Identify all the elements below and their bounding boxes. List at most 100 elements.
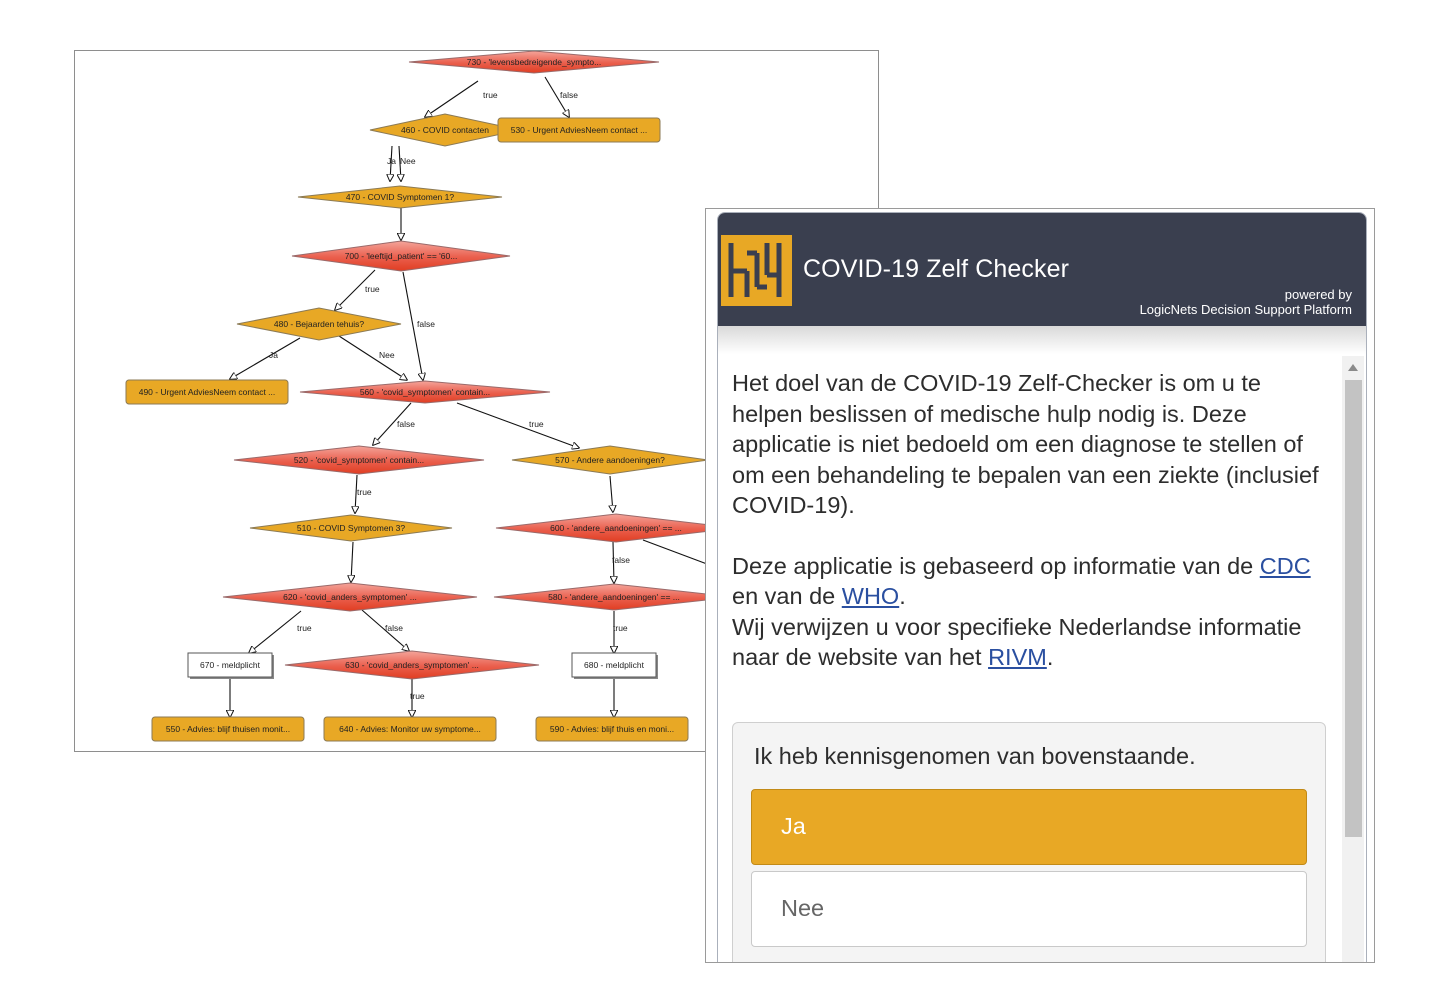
diagram-node-590[interactable]: 590 - Advies: blijf thuis en moni... <box>535 716 689 742</box>
edge-label: true <box>365 284 380 294</box>
logicnets-logo <box>721 235 792 306</box>
node-label: 640 - Advies: Monitor uw symptome... <box>339 724 481 734</box>
diagram-node-620[interactable]: 620 - 'covid_anders_symptomen' ... <box>222 582 478 612</box>
node-label: 600 - 'andere_aandoeningen' == ... <box>550 523 682 533</box>
zelf-checker-window: COVID-19 Zelf Checker powered by LogicNe… <box>705 208 1375 963</box>
edge-label: true <box>529 419 544 429</box>
refer-text: Wij verwijzen u voor specifieke Nederlan… <box>732 613 1302 671</box>
edge-label: true <box>410 691 425 701</box>
diagram-node-640[interactable]: 640 - Advies: Monitor uw symptome... <box>323 716 497 742</box>
diagram-edge <box>456 402 579 448</box>
node-label: 730 - 'levensbedreigende_sympto... <box>467 57 601 67</box>
node-label: 580 - 'andere_aandoeningen' == ... <box>548 592 680 602</box>
node-label: 560 - 'covid_symptomen' contain... <box>360 387 490 397</box>
diagram-node-680[interactable]: 680 - meldplicht <box>571 652 658 679</box>
node-label: 530 - Urgent AdviesNeem contact ... <box>511 125 648 135</box>
diagram-edge <box>338 335 407 380</box>
diamond-shape <box>408 51 660 74</box>
node-label: 570 - Andere aandoeningen? <box>555 455 665 465</box>
edge-label: true <box>297 623 312 633</box>
diagram-edge <box>544 76 569 117</box>
checker-header: COVID-19 Zelf Checker powered by LogicNe… <box>718 213 1366 326</box>
diagram-edge <box>230 337 301 379</box>
edge-label: true <box>357 487 372 497</box>
scroll-up-arrow-icon[interactable] <box>1348 364 1358 371</box>
diagram-node-560[interactable]: 560 - 'covid_symptomen' contain... <box>299 380 551 404</box>
rect-shape <box>571 652 657 678</box>
scrollbar-thumb[interactable] <box>1345 380 1362 837</box>
who-link[interactable]: WHO <box>841 583 900 609</box>
diagram-node-700[interactable]: 700 - 'leeftijd_patient' == '60... <box>291 240 511 272</box>
diagram-edge <box>610 475 613 512</box>
rect-shape <box>323 716 497 742</box>
diamond-shape <box>236 307 402 341</box>
node-label: 480 - Bejaarden tehuis? <box>274 319 365 329</box>
diagram-node-600[interactable]: 600 - 'andere_aandoeningen' == ... <box>495 513 737 543</box>
answer-no-button[interactable]: Nee <box>751 871 1307 947</box>
cdc-link[interactable]: CDC <box>1259 552 1311 579</box>
node-label: 670 - meldplicht <box>200 660 261 670</box>
diamond-shape <box>222 582 478 612</box>
intro-content: Het doel van de COVID-19 Zelf-Checker is… <box>732 368 1322 703</box>
edge-label: Ja <box>387 156 396 166</box>
question-text: Ik heb kennisgenomen van bovenstaande. <box>754 743 1196 769</box>
info-paragraph: Deze applicatie is gebaseerd op informat… <box>732 551 1322 673</box>
diagram-node-470[interactable]: 470 - COVID Symptomen 1? <box>297 185 503 209</box>
powered-by-line: powered by <box>1284 287 1352 302</box>
edge-label: Nee <box>379 350 395 360</box>
diagram-edge <box>351 541 353 582</box>
edge-label: false <box>560 90 578 100</box>
node-label: 520 - 'covid_symptomen' contain... <box>294 455 424 465</box>
diagram-node-580[interactable]: 580 - 'andere_aandoeningen' == ... <box>493 583 735 611</box>
answer-yes-button[interactable]: Ja <box>751 789 1307 865</box>
diagram-node-530[interactable]: 530 - Urgent AdviesNeem contact ... <box>497 117 661 143</box>
edge-label: false <box>612 555 630 565</box>
node-label: 490 - Urgent AdviesNeem contact ... <box>139 387 276 397</box>
diagram-node-480[interactable]: 480 - Bejaarden tehuis? <box>236 307 402 341</box>
node-label: 680 - meldplicht <box>584 660 645 670</box>
scrollbar[interactable] <box>1342 356 1364 962</box>
diagram-node-490[interactable]: 490 - Urgent AdviesNeem contact ... <box>125 379 289 405</box>
diagram-edge <box>355 474 357 513</box>
node-label: 590 - Advies: blijf thuis en moni... <box>550 724 674 734</box>
diagram-edge <box>642 539 716 568</box>
edge-label: Ja <box>269 350 278 360</box>
diamond-shape <box>297 185 503 209</box>
diagram-node-520[interactable]: 520 - 'covid_symptomen' contain... <box>233 445 485 475</box>
edge-label: true <box>483 90 498 100</box>
diagram-edge <box>335 269 376 310</box>
diagram-edge <box>613 541 614 583</box>
diagram-node-730[interactable]: 730 - 'levensbedreigende_sympto... <box>408 51 660 74</box>
edge-label: false <box>385 623 403 633</box>
node-label: 550 - Advies: blijf thuisen monit... <box>166 724 290 734</box>
diagram-node-670[interactable]: 670 - meldplicht <box>187 652 274 679</box>
powered-by: powered by LogicNets Decision Support Pl… <box>1140 287 1352 317</box>
diamond-shape <box>249 514 453 542</box>
rivm-link[interactable]: RIVM <box>988 644 1047 670</box>
diamond-shape <box>299 380 551 404</box>
node-label: 630 - 'covid_anders_symptomen' ... <box>345 660 479 670</box>
info-text-middle: en van de <box>732 583 836 609</box>
node-label: 470 - COVID Symptomen 1? <box>346 192 454 202</box>
node-label: 620 - 'covid_anders_symptomen' ... <box>283 592 417 602</box>
diagram-edge <box>425 80 479 117</box>
edge-label: false <box>397 419 415 429</box>
diagram-node-510[interactable]: 510 - COVID Symptomen 3? <box>249 514 453 542</box>
diamond-shape <box>284 650 540 680</box>
diagram-edge <box>402 271 423 380</box>
diagram-edge <box>249 610 302 653</box>
header-shadow <box>718 326 1366 354</box>
diagram-node-630[interactable]: 630 - 'covid_anders_symptomen' ... <box>284 650 540 680</box>
rect-shape <box>151 716 305 742</box>
diagram-edge <box>399 145 401 181</box>
node-label: 700 - 'leeftijd_patient' == '60... <box>345 251 458 261</box>
diagram-edge <box>373 402 412 445</box>
checker-card: COVID-19 Zelf Checker powered by LogicNe… <box>717 212 1367 962</box>
diagram-node-550[interactable]: 550 - Advies: blijf thuisen monit... <box>151 716 305 742</box>
node-label: 510 - COVID Symptomen 3? <box>297 523 405 533</box>
node-label: 460 - COVID contacten <box>401 125 489 135</box>
intro-paragraph: Het doel van de COVID-19 Zelf-Checker is… <box>732 370 1319 518</box>
diagram-node-570[interactable]: 570 - Andere aandoeningen? <box>511 445 709 475</box>
rect-shape <box>497 117 661 143</box>
